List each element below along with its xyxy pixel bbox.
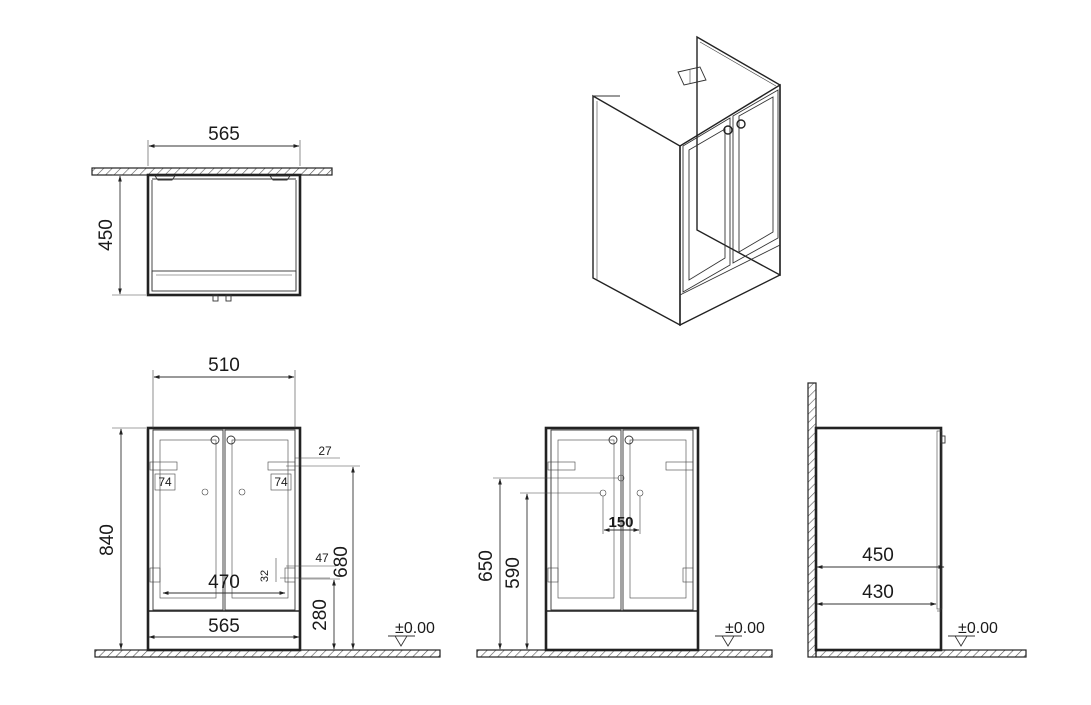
side-cabinet-outline	[814, 426, 943, 652]
front-middle-cabinet-outline	[544, 426, 700, 652]
front-view-middle: 650 590 150 ±0.00	[476, 426, 773, 658]
top-view-cabinet-outline	[146, 173, 302, 297]
front-left-cabinet-outline	[146, 426, 302, 652]
top-depth-label: 450	[96, 219, 117, 251]
top-view: 565 450	[91, 124, 333, 302]
height-680-label: 680	[331, 546, 352, 578]
base-width-565-label: 565	[208, 616, 240, 637]
front-left-height-840-label: 840	[97, 524, 118, 556]
perspective-knob-right	[736, 119, 746, 129]
front-middle-door-right	[622, 429, 694, 611]
spacing-150-label: 150	[608, 514, 633, 531]
front-middle-level-label: ±0.00	[725, 620, 765, 637]
front-middle-door-left	[550, 429, 622, 611]
front-left-door-right	[224, 429, 296, 611]
height-590-label: 590	[503, 557, 524, 589]
perspective-left-side	[592, 94, 681, 327]
perspective-knob-left	[723, 125, 733, 135]
top-width-label: 565	[208, 124, 240, 145]
perspective-front-face	[679, 83, 781, 327]
height-650-label: 650	[476, 550, 497, 582]
hinge-74-right-label: 74	[274, 475, 288, 489]
side-view: 450 430 ±0.00	[807, 382, 1027, 658]
front-left-door-left	[152, 429, 224, 611]
front-view-left: 74 74 510 840 27 680 47 32 470 565	[94, 355, 441, 658]
inner-width-470-label: 470	[208, 572, 240, 593]
side-level-label: ±0.00	[958, 620, 998, 637]
plinth-280-label: 280	[310, 599, 331, 631]
front-left-width-510-label: 510	[208, 355, 240, 376]
perspective-view	[592, 35, 781, 327]
perspective-back-panel	[696, 35, 781, 277]
perspective-left-door	[682, 117, 731, 293]
side-depth-430-label: 430	[862, 582, 894, 603]
side-depth-450-label: 450	[862, 545, 894, 566]
hinge-74-left-label: 74	[158, 475, 172, 489]
front-left-level-label: ±0.00	[395, 620, 435, 637]
offset-47-label: 47	[315, 551, 329, 565]
offset-27-label: 27	[318, 444, 332, 458]
offset-32-label: 32	[259, 570, 271, 582]
perspective-right-door	[732, 89, 779, 264]
